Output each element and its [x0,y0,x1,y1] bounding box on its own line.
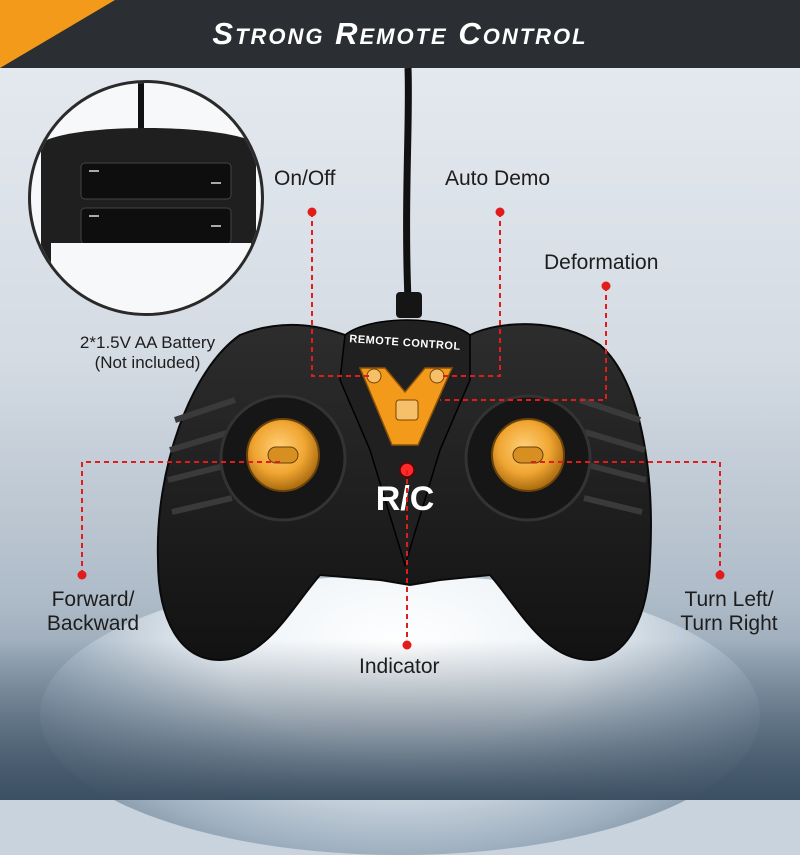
battery-compartment-icon [41,83,256,313]
remote-controller [156,319,652,662]
label-forward-backward: Forward/ Backward [40,588,146,636]
rc-logo: R/C [375,480,435,518]
label-turn-left-right: Turn Left/ Turn Right [670,588,788,636]
label-battery-line1: 2*1.5V AA Battery [79,333,216,352]
label-turn-line1: Turn Left/ [684,588,774,611]
label-indicator: Indicator [359,655,440,678]
label-forward-line1: Forward/ [51,588,135,611]
header-bar [0,0,800,68]
label-battery: 2*1.5V AA Battery (Not included) [40,333,255,373]
pedestal-shadow [0,640,800,800]
header-accent-triangle [0,0,115,68]
label-on-off: On/Off [274,167,336,190]
label-turn-line2: Turn Right [680,612,778,635]
label-deformation: Deformation [544,251,659,274]
page-title: Strong Remote Control [212,16,588,51]
battery-compartment-inset [28,80,264,316]
label-battery-line2: (Not included) [94,353,201,372]
label-auto-demo: Auto Demo [445,167,551,190]
label-forward-line2: Backward [46,612,140,635]
